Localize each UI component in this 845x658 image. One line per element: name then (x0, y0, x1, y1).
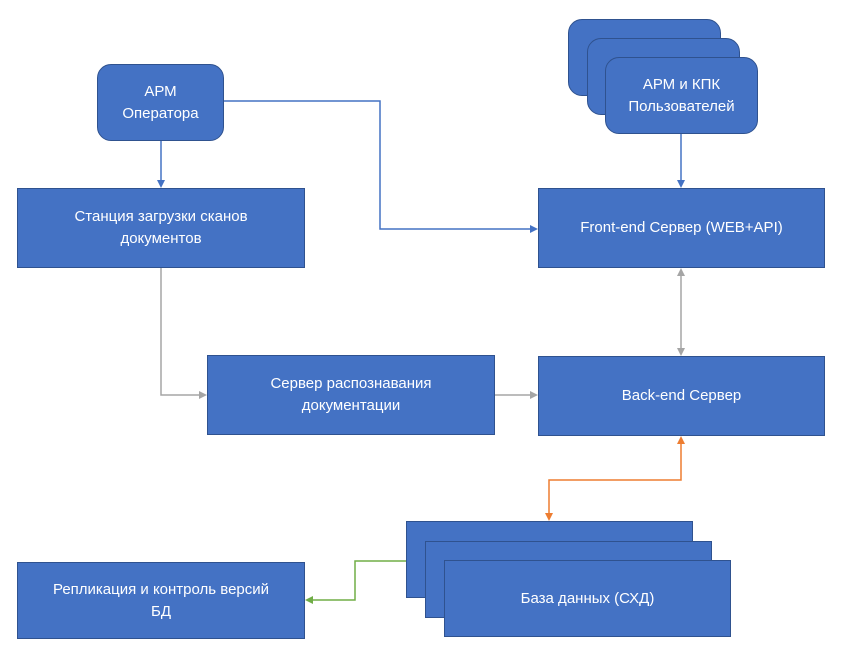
arrow-database-to-replication (305, 560, 406, 604)
database-label: База данных (СХД) (520, 589, 655, 607)
arrow-scan-to-recognition (160, 268, 207, 399)
arm-users-node: АРМ и КПК Пользователей (605, 57, 758, 134)
arrow-backend-database (545, 436, 685, 521)
frontend-server-node: Front-end Сервер (WEB+API) (538, 188, 825, 268)
scan-station-label: Станция загрузки сканов документов (74, 208, 248, 247)
arrow-operator-to-frontend (224, 100, 538, 233)
database-node: База данных (СХД) (444, 560, 731, 637)
recognition-server-label: Сервер распознавания документации (270, 375, 432, 414)
scan-station-node: Станция загрузки сканов документов (17, 188, 305, 268)
arm-operator-node: АРМ Оператора (97, 64, 224, 141)
backend-server-node: Back-end Сервер (538, 356, 825, 436)
arm-users-label: АРМ и КПК Пользователей (628, 75, 735, 115)
arm-operator-label: АРМ Оператора (122, 82, 199, 122)
recognition-server-node: Сервер распознавания документации (207, 355, 495, 435)
replication-label: Репликация и контроль версий БД (52, 580, 270, 620)
backend-server-label: Back-end Сервер (621, 387, 742, 404)
replication-node: Репликация и контроль версий БД (17, 562, 305, 639)
frontend-server-label: Front-end Сервер (WEB+API) (580, 219, 783, 236)
